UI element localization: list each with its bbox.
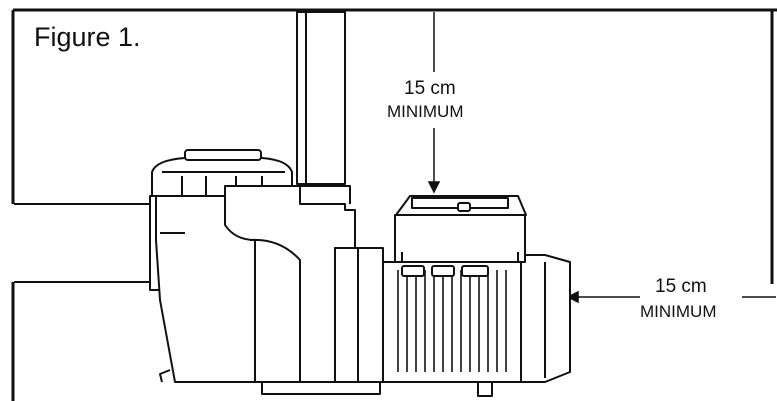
- top-clearance-value: 15 cm: [404, 78, 456, 99]
- border: [11, 8, 777, 401]
- side-dimension-arrow-icon: [566, 290, 776, 304]
- top-dimension-arrow-icon: [427, 12, 441, 194]
- pool-pump-drawing-icon: [14, 11, 571, 397]
- figure-title: Figure 1.: [34, 22, 141, 52]
- side-clearance-label: MINIMUM: [640, 302, 717, 321]
- side-clearance-value: 15 cm: [655, 276, 707, 297]
- top-clearance-label: MINIMUM: [387, 102, 464, 121]
